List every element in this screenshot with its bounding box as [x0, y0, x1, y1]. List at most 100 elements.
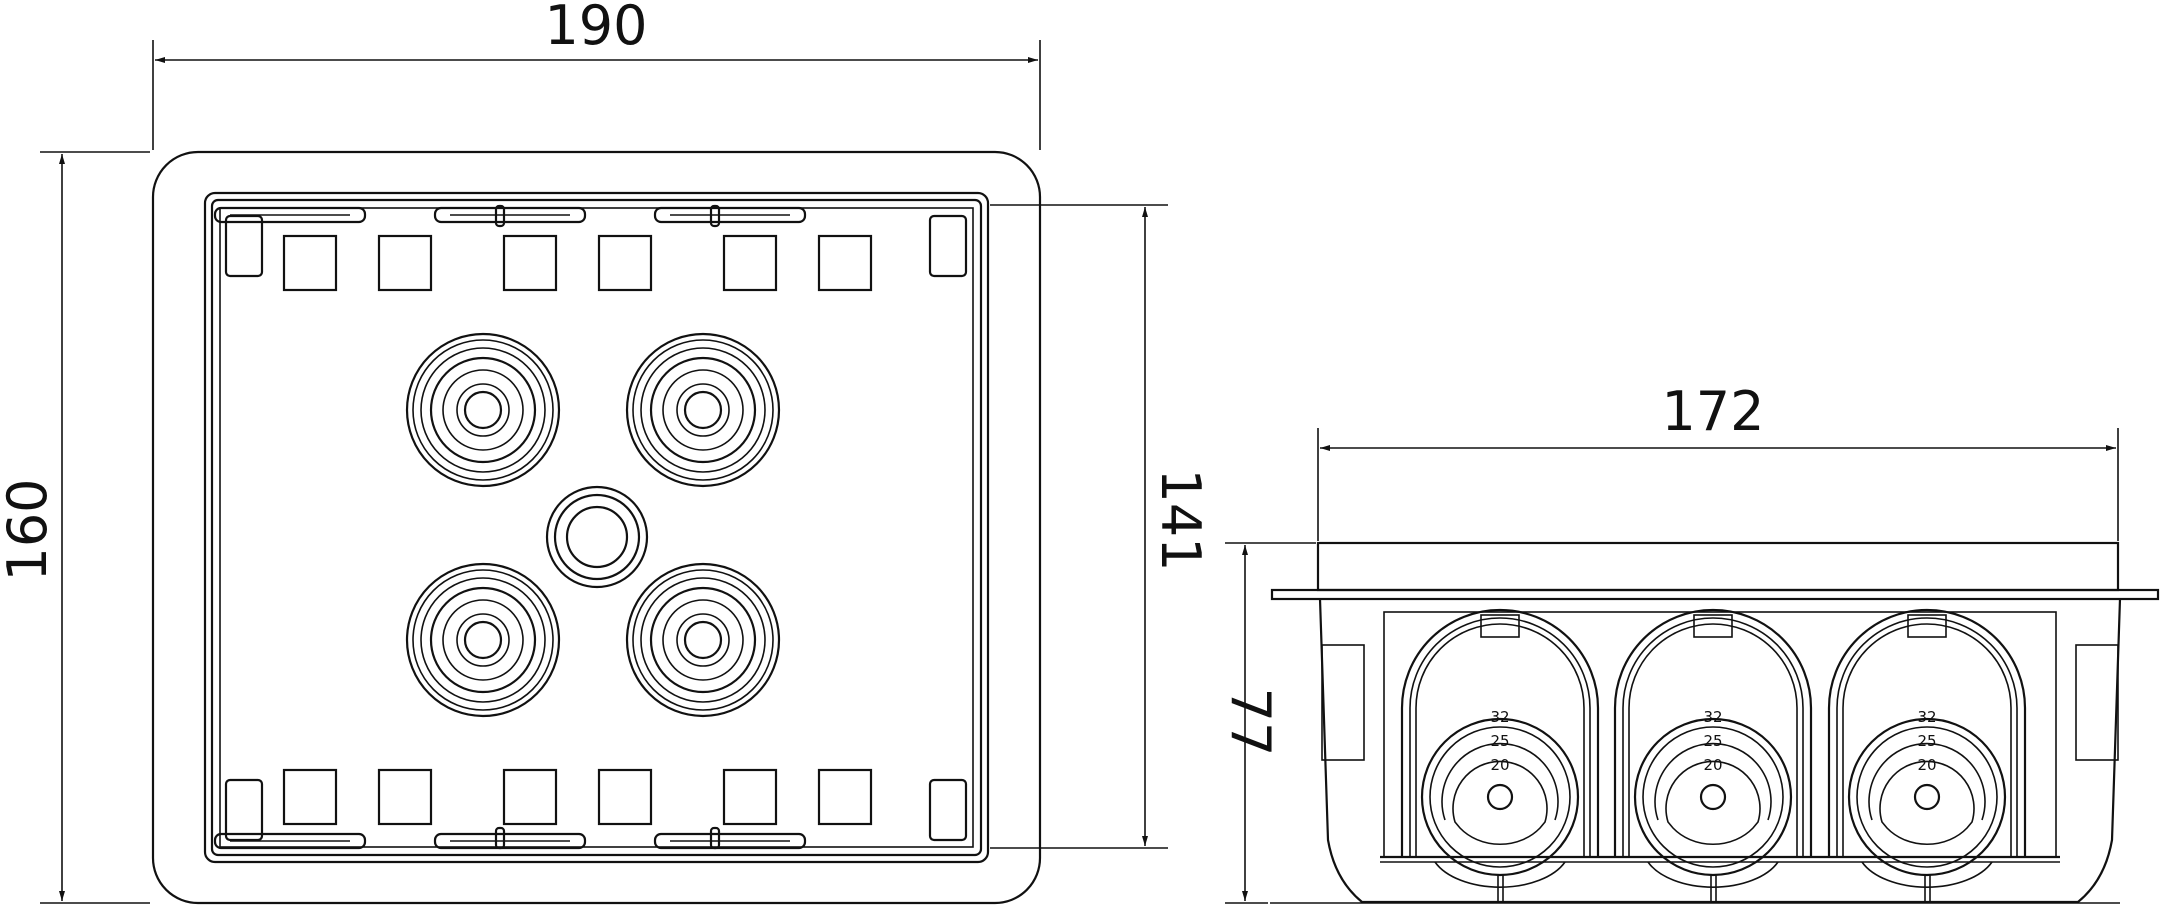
- dimension-label: 77: [1219, 688, 1282, 757]
- inner-frame: [203, 191, 990, 864]
- mounting-tab: [377, 768, 433, 826]
- corner-post: [224, 214, 264, 278]
- grommet-ring: [649, 586, 757, 694]
- grommet-ring: [1429, 726, 1571, 868]
- grommet-center: [1486, 783, 1514, 811]
- knockout-ring: [545, 485, 649, 589]
- grommet-ring: [456, 613, 510, 667]
- compartment-arch: [1409, 617, 1591, 857]
- grommet-ring: [442, 599, 524, 681]
- grommet-ring: [442, 369, 524, 451]
- edge-knockout: [433, 206, 587, 224]
- bottom-knockout: [1647, 861, 1779, 888]
- compartment-tab: [1693, 614, 1733, 638]
- grommet-ring-20: [1452, 760, 1548, 846]
- dimension-160: 160: [0, 151, 150, 904]
- knockout-grommet: [405, 562, 561, 718]
- grommet-ring: [420, 577, 546, 703]
- box-wall: [210, 198, 983, 857]
- top-view: [151, 150, 1042, 905]
- mounting-tab: [282, 234, 338, 292]
- compartment-tab: [1907, 614, 1947, 638]
- compartment-arch: [1628, 623, 1798, 857]
- edge-knockout: [653, 206, 807, 224]
- grommet-outer: [1420, 717, 1580, 877]
- grommet-ring-25: [1441, 742, 1559, 821]
- grommet-ring: [412, 569, 554, 711]
- edge-notch: [494, 826, 506, 850]
- grommet-ring-20: [1665, 760, 1761, 846]
- grommet-ring: [412, 339, 554, 481]
- grommet-ring: [1642, 726, 1784, 868]
- grommet-ring: [683, 390, 723, 430]
- right-clip: [2075, 644, 2119, 761]
- corner-post: [928, 214, 968, 278]
- compartment-arch: [1836, 617, 2018, 857]
- grommet-ring: [456, 383, 510, 437]
- mounting-tab: [722, 768, 778, 826]
- dimension-label: 141: [1149, 468, 1212, 571]
- grommet-ring: [429, 356, 537, 464]
- mounting-tab: [722, 234, 778, 292]
- mounting-tab: [377, 234, 433, 292]
- lid: [1316, 541, 2120, 592]
- mounting-tab: [817, 768, 873, 826]
- grommet-size-label: 20: [1490, 756, 1509, 774]
- grommet-ring-25: [1868, 742, 1986, 821]
- dimension-172: 172: [1317, 380, 2119, 541]
- edge-notch: [494, 204, 506, 228]
- knockout-grommet: [625, 332, 781, 488]
- compartment-arch: [1842, 623, 2012, 857]
- mounting-tab: [282, 768, 338, 826]
- grommet-center: [1913, 783, 1941, 811]
- dimension-141: 141: [990, 204, 1212, 849]
- grommet-ring: [429, 586, 537, 694]
- grommet-ring: [662, 369, 744, 451]
- grommet-size-label: 32: [1490, 708, 1509, 726]
- grommet-ring: [649, 356, 757, 464]
- grommet-size-label: 20: [1703, 756, 1722, 774]
- bottom-knockout: [1434, 861, 1566, 888]
- grommet-ring: [420, 347, 546, 473]
- knockout-ring: [553, 493, 641, 581]
- grommet-ring-25: [1654, 742, 1772, 821]
- outer-frame: [151, 150, 1042, 905]
- compartment-arch: [1622, 617, 1804, 857]
- grommet-size-label: 32: [1917, 708, 1936, 726]
- grommet-ring: [676, 613, 730, 667]
- edge-knockout: [653, 832, 807, 850]
- grommet-size-label: 25: [1917, 732, 1936, 750]
- grommet-ring: [463, 620, 503, 660]
- grommet-ring: [405, 332, 561, 488]
- knockout-grommet: [625, 562, 781, 718]
- corner-post: [928, 778, 968, 842]
- grommet-ring: [405, 562, 561, 718]
- edge-notch: [709, 204, 721, 228]
- grommet-ring: [632, 339, 774, 481]
- mounting-tab: [502, 234, 558, 292]
- compartment-arch: [1415, 623, 1585, 857]
- left-clip: [1321, 644, 1365, 761]
- dimension-190: 190: [152, 0, 1041, 150]
- mounting-tab: [597, 234, 653, 292]
- grommet-ring: [640, 347, 766, 473]
- edge-knockout: [213, 832, 367, 850]
- corner-post: [224, 778, 264, 842]
- edge-knockout: [213, 206, 367, 224]
- bottom-knockout: [1861, 861, 1993, 888]
- grommet-size-label: 25: [1703, 732, 1722, 750]
- grommet-outer: [1633, 717, 1793, 877]
- compartment-arch: [1613, 608, 1813, 857]
- box-interior: [219, 207, 974, 848]
- grommet-ring: [625, 332, 781, 488]
- grommet-ring: [1856, 726, 1998, 868]
- edge-knockout: [433, 832, 587, 850]
- grommet-ring: [463, 390, 503, 430]
- grommet-ring: [676, 383, 730, 437]
- flange: [1270, 588, 2160, 601]
- compartment-arch: [1827, 608, 2027, 857]
